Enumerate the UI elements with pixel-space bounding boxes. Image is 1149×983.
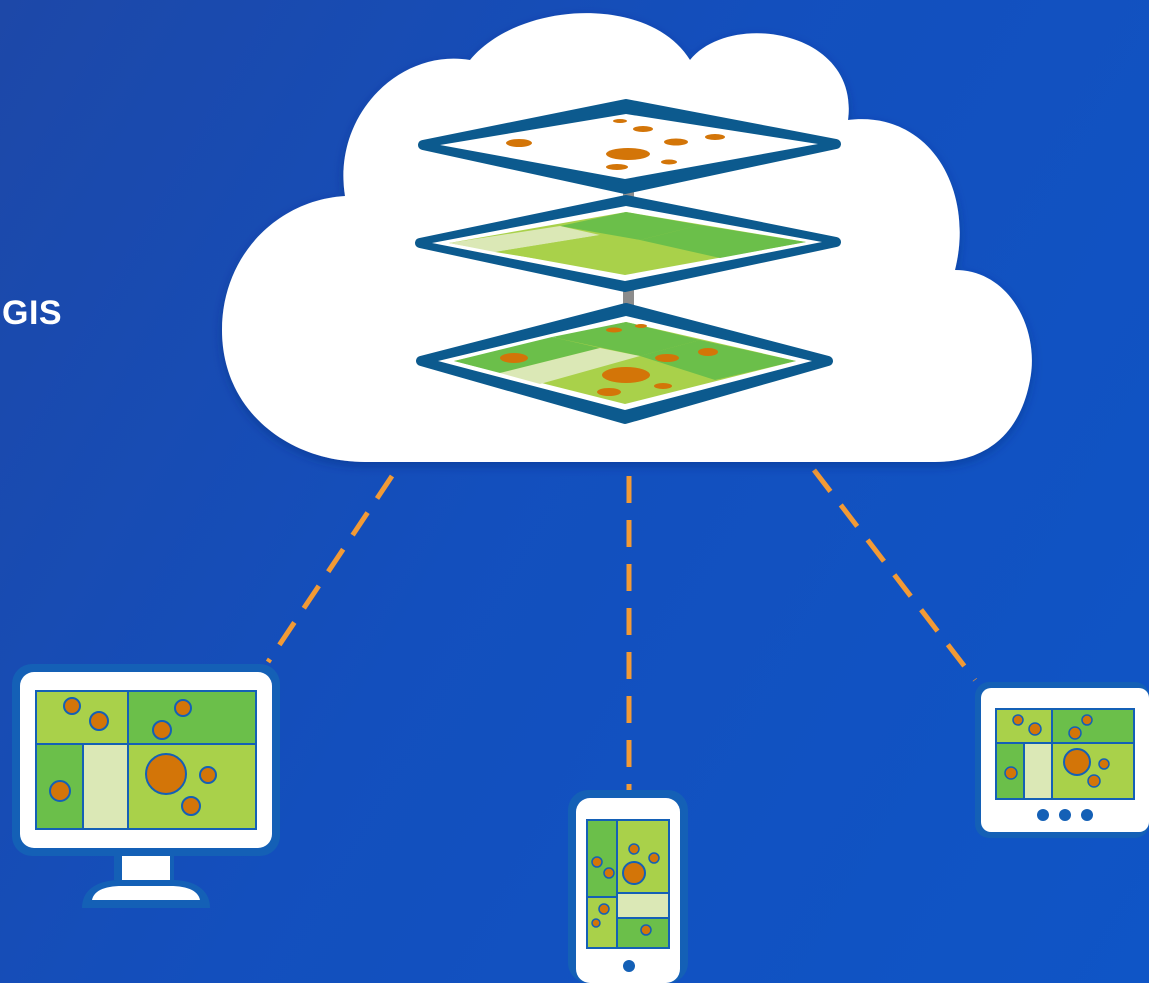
combined-map-layer-icon — [416, 303, 833, 424]
side-label: GIS — [2, 294, 63, 332]
points-layer-icon — [418, 99, 841, 194]
connector-desktop — [265, 474, 395, 664]
connector-lines — [265, 468, 977, 790]
base-map-layer-icon — [415, 195, 841, 292]
desktop-monitor-icon — [12, 664, 280, 908]
tablet-icon — [975, 682, 1149, 838]
smartphone-icon — [568, 790, 688, 983]
connector-tablet — [812, 468, 977, 682]
